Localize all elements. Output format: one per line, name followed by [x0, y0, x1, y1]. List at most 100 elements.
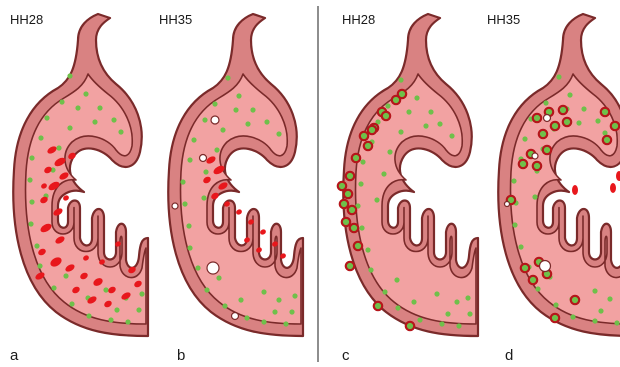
ringed-cell: [360, 132, 368, 140]
green-cell-dot: [103, 287, 108, 292]
ringed-cell: [346, 262, 354, 270]
ringed-cell: [382, 112, 390, 120]
green-cell-dot: [358, 181, 363, 186]
green-cell-dot: [236, 93, 241, 98]
green-cell-dot: [398, 129, 403, 134]
ringed-cell: [611, 122, 619, 130]
white-vacuole: [232, 313, 239, 320]
green-cell-dot: [195, 265, 200, 270]
ringed-cell: [551, 314, 559, 322]
green-cell-dot: [437, 121, 442, 126]
green-cell-dot: [598, 308, 603, 313]
green-cell-dot: [233, 107, 238, 112]
green-cell-dot: [222, 303, 227, 308]
ringed-cell: [563, 118, 571, 126]
green-cell-dot: [385, 103, 390, 108]
green-cell-dot: [191, 137, 196, 142]
tissue-drawing: [168, 14, 303, 336]
tissue-drawing: [338, 14, 478, 336]
green-cell-dot: [607, 296, 612, 301]
green-cell-dot: [92, 119, 97, 124]
ringed-cell: [354, 242, 362, 250]
ringed-cell: [348, 206, 356, 214]
green-cell-dot: [567, 92, 572, 97]
green-cell-dot: [38, 135, 43, 140]
green-cell-dot: [359, 225, 364, 230]
green-cell-dot: [29, 199, 34, 204]
green-cell-dot: [75, 105, 80, 110]
stage-label: HH28: [342, 12, 375, 27]
ringed-cell: [340, 200, 348, 208]
green-cell-dot: [44, 115, 49, 120]
ringed-cell: [519, 160, 527, 168]
green-cell-dot: [532, 194, 537, 199]
ringed-cell: [529, 276, 537, 284]
stage-label: HH28: [10, 12, 43, 27]
green-cell-dot: [220, 127, 225, 132]
stage-label: HH35: [487, 12, 520, 27]
green-cell-dot: [374, 197, 379, 202]
green-cell-dot: [465, 295, 470, 300]
panel-letter: d: [505, 347, 513, 364]
red-blood-cell: [616, 171, 620, 181]
green-cell-dot: [428, 109, 433, 114]
white-vacuole: [505, 202, 510, 207]
green-cell-dot: [187, 245, 192, 250]
white-vacuole: [200, 155, 207, 162]
white-vacuole: [540, 261, 551, 272]
green-cell-dot: [411, 299, 416, 304]
green-cell-dot: [216, 275, 221, 280]
ringed-cell: [346, 172, 354, 180]
green-cell-dot: [387, 149, 392, 154]
green-cell-dot: [394, 277, 399, 282]
green-cell-dot: [67, 73, 72, 78]
ringed-cell: [406, 322, 414, 330]
ringed-cell: [543, 146, 551, 154]
green-cell-dot: [27, 177, 32, 182]
green-cell-dot: [139, 291, 144, 296]
green-cell-dot: [276, 131, 281, 136]
green-cell-dot: [395, 305, 400, 310]
white-vacuole: [211, 116, 219, 124]
ringed-cell: [350, 224, 358, 232]
green-cell-dot: [467, 311, 472, 316]
ringed-cell: [344, 190, 352, 198]
green-cell-dot: [423, 123, 428, 128]
white-vacuole: [544, 115, 551, 122]
ringed-cell: [559, 106, 567, 114]
green-cell-dot: [518, 244, 523, 249]
green-cell-dot: [283, 321, 288, 326]
green-cell-dot: [556, 74, 561, 79]
green-cell-dot: [570, 314, 575, 319]
green-cell-dot: [512, 222, 517, 227]
green-cell-dot: [535, 286, 540, 291]
ringed-cell: [571, 296, 579, 304]
ringed-cell: [368, 126, 376, 134]
green-cell-dot: [592, 318, 597, 323]
ringed-cell: [601, 108, 609, 116]
green-cell-dot: [292, 293, 297, 298]
tissue-drawing: [13, 14, 148, 336]
red-blood-cell: [610, 183, 616, 193]
green-cell-dot: [238, 297, 243, 302]
panel-letter: b: [177, 347, 185, 364]
white-vacuole: [532, 153, 538, 159]
ringed-cell: [374, 302, 382, 310]
green-cell-dot: [180, 179, 185, 184]
green-cell-dot: [97, 105, 102, 110]
green-cell-dot: [108, 317, 113, 322]
green-cell-dot: [69, 301, 74, 306]
green-cell-dot: [261, 319, 266, 324]
green-cell-dot: [34, 243, 39, 248]
white-vacuole: [207, 262, 219, 274]
white-vacuole: [172, 203, 178, 209]
green-cell-dot: [289, 309, 294, 314]
green-cell-dot: [511, 178, 516, 183]
ringed-cell: [603, 136, 611, 144]
panel-letter: a: [10, 347, 19, 364]
green-cell-dot: [445, 311, 450, 316]
green-cell-dot: [182, 201, 187, 206]
green-cell-dot: [204, 287, 209, 292]
ringed-cell: [338, 182, 346, 190]
